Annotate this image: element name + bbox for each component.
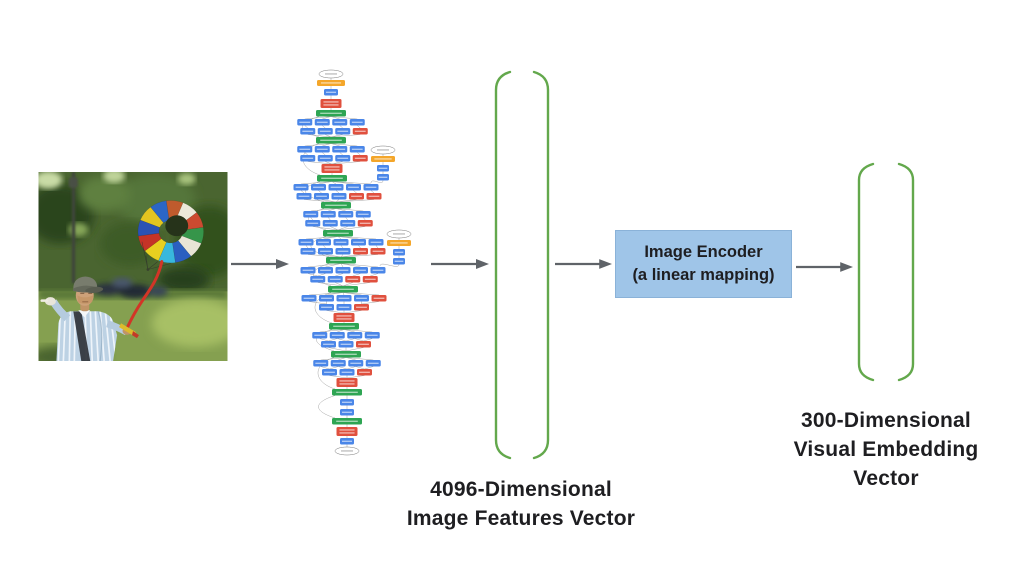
- flat-cap: [73, 276, 104, 293]
- image-encoder-title: Image Encoder: [644, 243, 763, 261]
- cnn-layer-box: [321, 164, 343, 173]
- flow-arrow-encoder-to-embedding: [796, 262, 853, 272]
- kite-hole: [165, 215, 189, 237]
- cnn-diagram: [293, 69, 412, 456]
- ring-kite: [137, 200, 204, 264]
- flow-arrow-features-to-encoder: [555, 259, 612, 269]
- embedding-vector-brackets: [857, 162, 915, 382]
- cnn-layer-box: [336, 378, 358, 387]
- cnn-layer-box: [333, 313, 355, 322]
- cnn-layer-box: [336, 427, 358, 436]
- flow-arrow-cnn-to-features: [431, 259, 489, 269]
- man: [40, 276, 139, 361]
- background-cars: [93, 277, 168, 299]
- lamp-post: [68, 172, 78, 284]
- features-vector-label: 4096-Dimensional Image Features Vector: [406, 478, 636, 530]
- flow-arrow-photo-to-cnn: [231, 259, 289, 269]
- image-encoder-box: Image Encoder (a linear mapping): [615, 230, 792, 298]
- kite-handle: [119, 323, 136, 337]
- features-vector-brackets: [494, 70, 550, 460]
- embedding-vector-label: 300-Dimensional Visual Embedding Vector: [793, 409, 979, 490]
- image-encoder-subtitle: (a linear mapping): [632, 266, 775, 284]
- bag-strap: [73, 311, 91, 361]
- kite-tail: [125, 260, 164, 330]
- cnn-layer-box: [320, 99, 342, 108]
- input-photo: [38, 172, 228, 361]
